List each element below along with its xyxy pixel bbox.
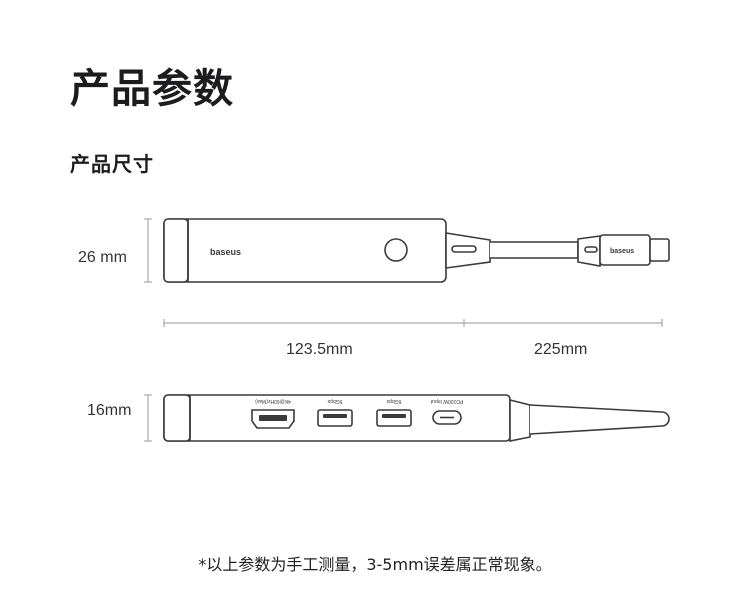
cable-top-view <box>445 232 670 269</box>
side-height-label: 16mm <box>87 402 132 419</box>
usb-c-port-label: PD100W Input <box>430 398 463 404</box>
cable-side-view <box>509 398 670 442</box>
usb-a-port-label-1: 5Gbps <box>327 398 342 404</box>
usb-c-port-icon <box>432 410 462 425</box>
hdmi-port-icon <box>251 409 295 429</box>
side-height-dimension <box>144 394 152 442</box>
hdmi-port-label: 4K@60Hz(Max) <box>255 398 291 404</box>
usb-a-port-icon-1 <box>317 409 353 427</box>
measurement-note: *以上参数为手工测量，3-5mm误差属正常现象。 <box>198 555 552 574</box>
page-title: 产品参数 <box>70 66 234 112</box>
section-title: 产品尺寸 <box>70 152 154 176</box>
top-height-dimension <box>144 218 152 283</box>
cable-length-label: 225mm <box>534 341 588 358</box>
hub-button-icon <box>384 238 408 262</box>
usb-a-port-icon-2 <box>376 409 412 427</box>
hub-length-label: 123.5mm <box>286 341 353 358</box>
length-dimension <box>163 319 663 327</box>
top-height-label: 26 mm <box>78 249 127 266</box>
hub-top-view <box>163 218 447 283</box>
plug-brand-text: baseus <box>610 248 634 255</box>
hub-brand-text: baseus <box>210 247 241 257</box>
usb-a-port-label-2: 5Gbps <box>386 398 401 404</box>
